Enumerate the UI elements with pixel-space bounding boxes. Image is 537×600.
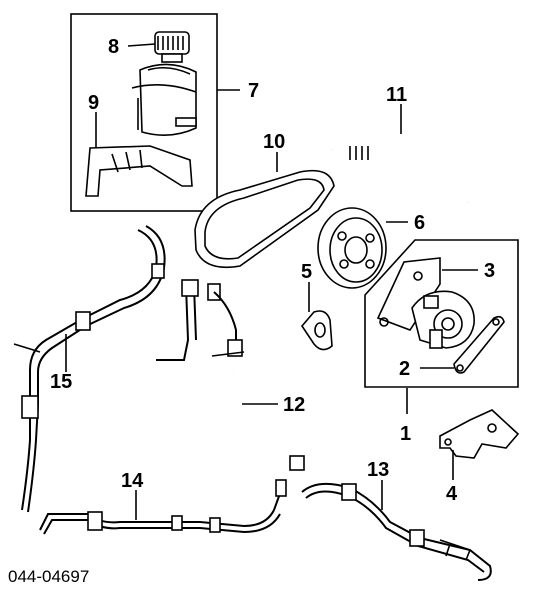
- reservoir-group: [70, 13, 240, 212]
- reservoir-tank: [131, 63, 197, 136]
- reservoir-cap: [154, 31, 190, 63]
- part-label-6: 6: [414, 212, 425, 234]
- pump-bracket: [439, 409, 520, 480]
- high-pressure-hose: [156, 279, 305, 471]
- part-label-12: 12: [283, 394, 305, 416]
- part-label-11: 11: [386, 84, 407, 106]
- part-label-2: 2: [399, 358, 410, 380]
- part-label-9: 9: [88, 92, 99, 114]
- cooler-return-tube: [39, 479, 287, 535]
- steering-rack-hose: [301, 480, 492, 581]
- diagram-code: 044-04697: [8, 567, 89, 586]
- pump-adjusting-bar: [453, 315, 505, 374]
- pump-spacer: [300, 282, 333, 351]
- part-label-14: 14: [121, 470, 144, 492]
- return-hose: [331, 104, 494, 204]
- reservoir-bracket: [85, 145, 193, 197]
- pump-group-frame: [364, 239, 519, 388]
- part-label-8: 8: [108, 36, 119, 58]
- part-label-1: 1: [400, 423, 411, 445]
- part-label-5: 5: [301, 261, 312, 283]
- part-label-7: 7: [248, 80, 259, 102]
- part-label-15: 15: [50, 371, 72, 393]
- leader-8: [127, 43, 156, 47]
- power-steering-pump: [376, 257, 475, 349]
- pump-pulley: [317, 207, 408, 289]
- part-label-13: 13: [367, 459, 389, 481]
- pump-group: [364, 239, 519, 414]
- drive-belt: [194, 152, 335, 269]
- reservoir-group-frame: [70, 13, 218, 212]
- pressure-hose-assembly: [13, 225, 166, 513]
- part-label-4: 4: [446, 483, 458, 505]
- part-label-3: 3: [484, 260, 495, 282]
- part-label-10: 10: [263, 131, 285, 153]
